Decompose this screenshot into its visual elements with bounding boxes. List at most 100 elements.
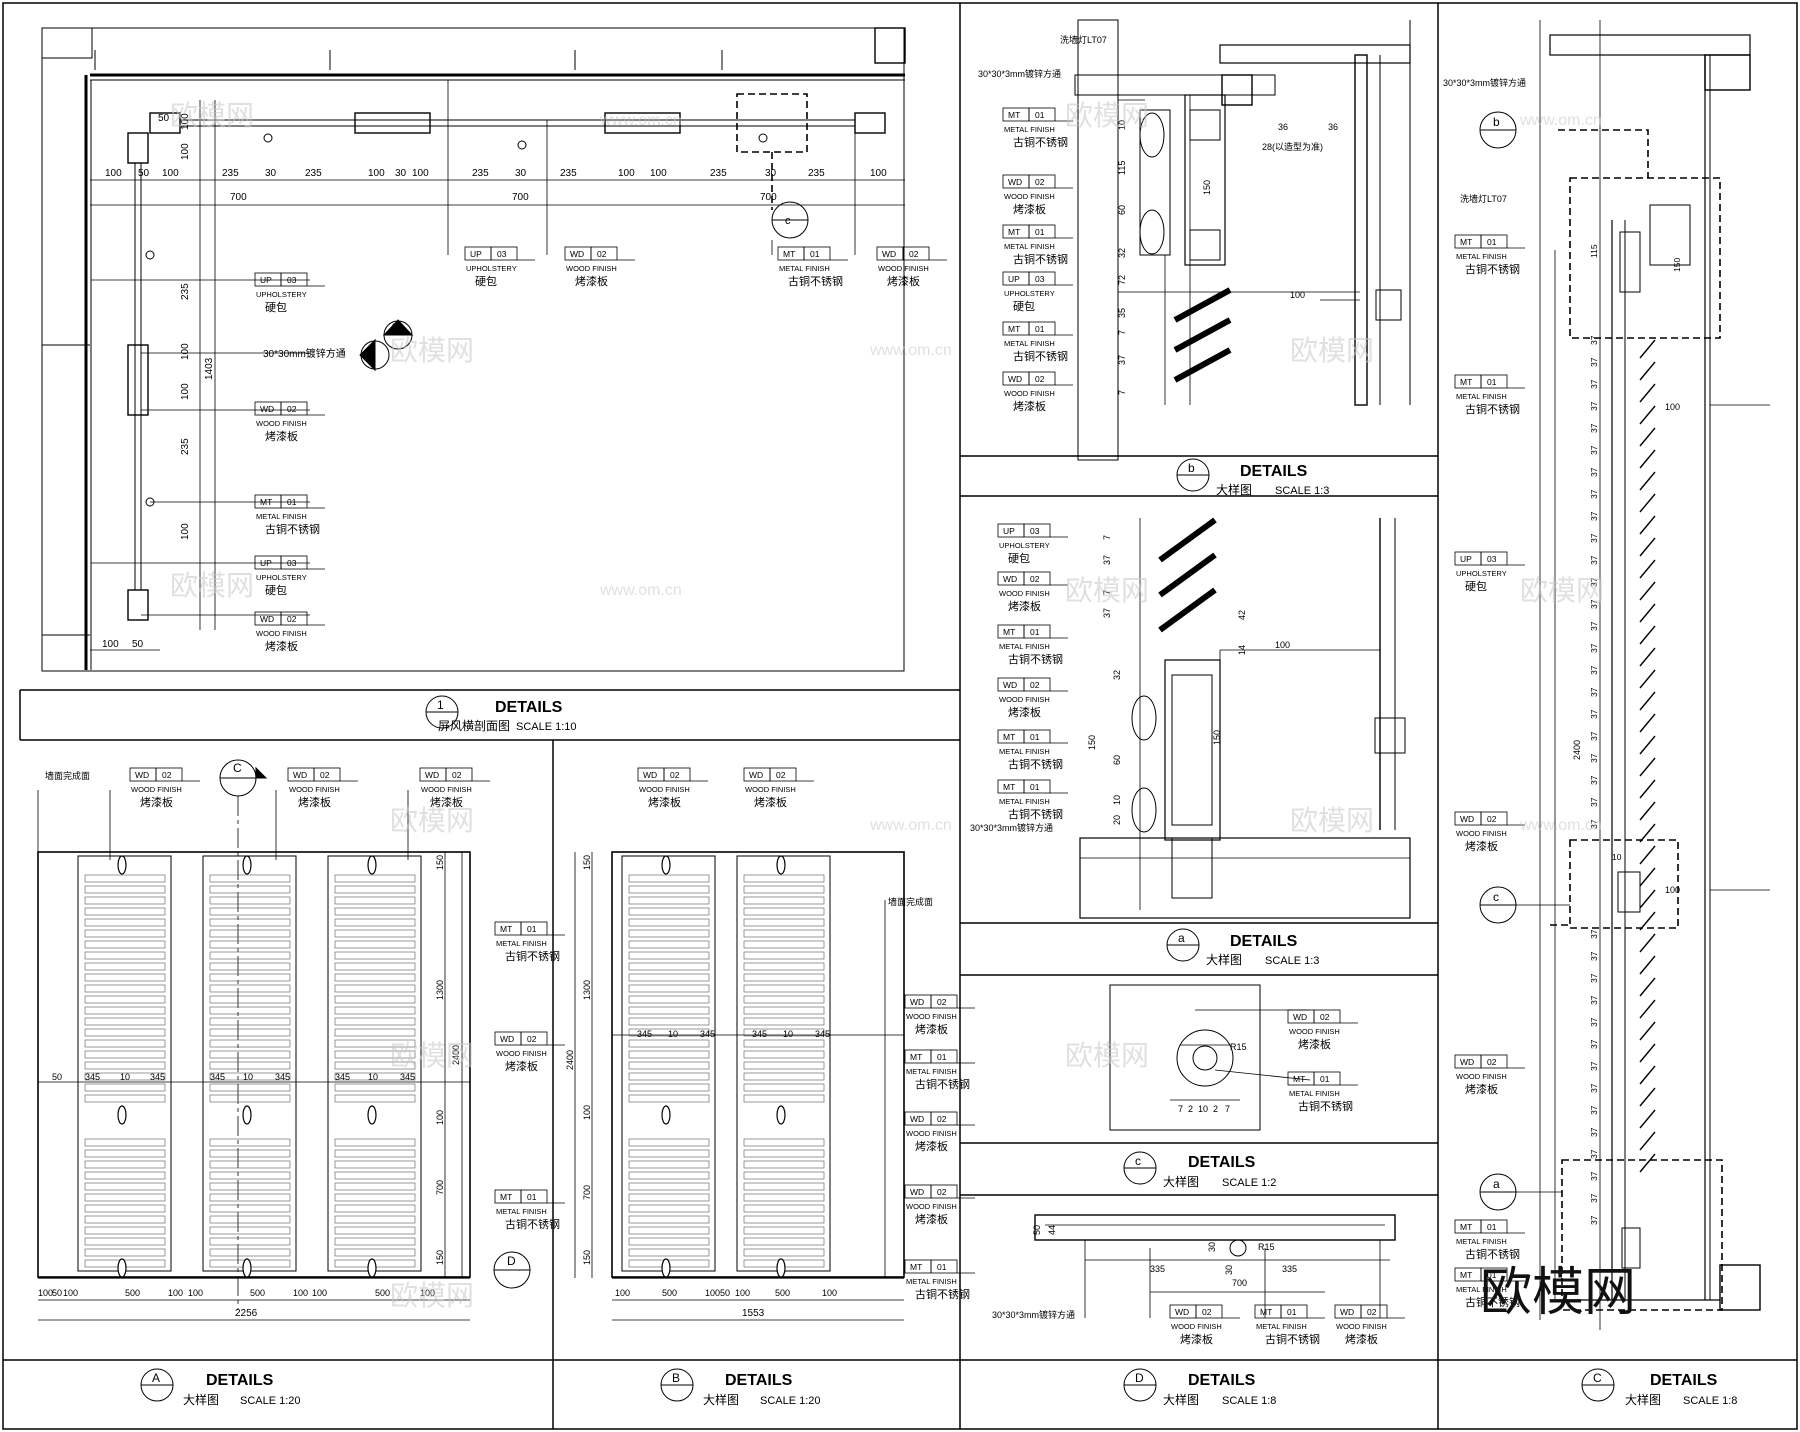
material-code: UP — [1003, 526, 1015, 536]
material-en: METAL FINISH — [496, 939, 547, 948]
slat — [84, 940, 166, 949]
dim-37: 37 — [1589, 555, 1599, 565]
material-number: 02 — [909, 249, 919, 259]
material-en: WOOD FINISH — [745, 785, 796, 794]
material-cn: 烤漆板 — [1013, 202, 1046, 216]
slat — [743, 1083, 825, 1092]
dimension-label: 37 — [1117, 355, 1127, 365]
elevation-B-slats — [628, 855, 825, 1278]
dimension-label: 100 — [180, 113, 191, 130]
slat — [743, 1006, 825, 1015]
slat — [743, 940, 825, 949]
material-number: 01 — [1035, 324, 1045, 334]
slat — [628, 874, 710, 883]
material-code: WD — [135, 770, 149, 780]
dimension-label: 100 — [582, 1105, 592, 1120]
material-en: WOOD FINISH — [131, 785, 182, 794]
slat — [84, 962, 166, 971]
material-number: 02 — [1487, 814, 1497, 824]
slat — [334, 874, 416, 883]
slat — [334, 1094, 416, 1103]
slat — [334, 984, 416, 993]
dimension-label: 100 — [870, 168, 887, 179]
dimension-label: 100 — [180, 383, 191, 400]
shape-note: 28(以造型为准) — [1262, 141, 1323, 152]
dimension-label: 37 — [1102, 555, 1112, 565]
hatch-mark — [1639, 911, 1656, 931]
hatch-mark — [1639, 977, 1656, 997]
dimension-label: 500 — [375, 1288, 390, 1298]
material-cn: 古铜不锈钢 — [1465, 402, 1520, 416]
dimension-label: 44 — [1047, 1225, 1057, 1235]
material-number: 01 — [937, 1262, 947, 1272]
slat — [628, 1017, 710, 1026]
svg-text:大样图: 大样图 — [1625, 1392, 1661, 1407]
material-cn: 古铜不锈钢 — [505, 949, 560, 963]
dimension-label: 7 — [1117, 330, 1127, 335]
material-number: 01 — [1035, 110, 1045, 120]
slat — [209, 1061, 291, 1070]
slat — [743, 1028, 825, 1037]
material-number: 02 — [1367, 1307, 1377, 1317]
material-cn: 古铜不锈钢 — [1465, 262, 1520, 276]
slat — [209, 984, 291, 993]
slat — [628, 885, 710, 894]
slat — [743, 995, 825, 1004]
material-number: 02 — [1035, 374, 1045, 384]
slat — [209, 1204, 291, 1213]
title-block-B: B DETAILS 大样图 SCALE 1:20 — [660, 1368, 821, 1407]
dimension-label: 32 — [1112, 670, 1122, 680]
material-number: 02 — [320, 770, 330, 780]
slat — [743, 1248, 825, 1257]
dimension-label: 2 — [1188, 1104, 1193, 1114]
dim-37: 37 — [1589, 1039, 1599, 1049]
material-code: WD — [643, 770, 657, 780]
hatch-mark — [1639, 559, 1656, 579]
material-cn: 烤漆板 — [915, 1022, 948, 1036]
slat — [628, 1193, 710, 1202]
slat — [84, 995, 166, 1004]
dimension-label: 30 — [515, 168, 527, 179]
svg-text:欧模网: 欧模网 — [390, 1280, 474, 1311]
slat — [743, 1204, 825, 1213]
slat — [334, 1083, 416, 1092]
slat — [628, 1204, 710, 1213]
dimension-label: 345 — [210, 1072, 225, 1082]
material-number: 02 — [287, 614, 297, 624]
slat — [743, 1017, 825, 1026]
slat — [84, 951, 166, 960]
material-code: WD — [293, 770, 307, 780]
material-code: WD — [882, 249, 896, 259]
slat — [84, 1006, 166, 1015]
dimension-label: 50 — [138, 168, 150, 179]
dimension-label: 7 — [1102, 535, 1112, 540]
material-cn: 古铜不锈钢 — [1013, 252, 1068, 266]
material-cn: 烤漆板 — [1465, 839, 1498, 853]
detail-c-drawing — [1109, 984, 1311, 1131]
dimension-label: 100 — [188, 1288, 203, 1298]
dimension-label: 30 — [765, 168, 777, 179]
dimension-label: 235 — [808, 168, 825, 179]
material-number: 01 — [1035, 227, 1045, 237]
dimension-label: 60 — [1117, 205, 1127, 215]
svg-text:欧模网: 欧模网 — [170, 100, 254, 131]
dimension-label: 700 — [760, 192, 777, 203]
dimension-label: 10 — [1117, 120, 1127, 130]
dimension-label: 30 — [395, 168, 407, 179]
material-number: 01 — [1320, 1074, 1330, 1084]
material-cn: 烤漆板 — [265, 429, 298, 443]
dimension-label: 10 — [1612, 852, 1622, 862]
material-code: MT — [1003, 627, 1015, 637]
material-code: WD — [1460, 1057, 1474, 1067]
material-cn: 烤漆板 — [1465, 1082, 1498, 1096]
